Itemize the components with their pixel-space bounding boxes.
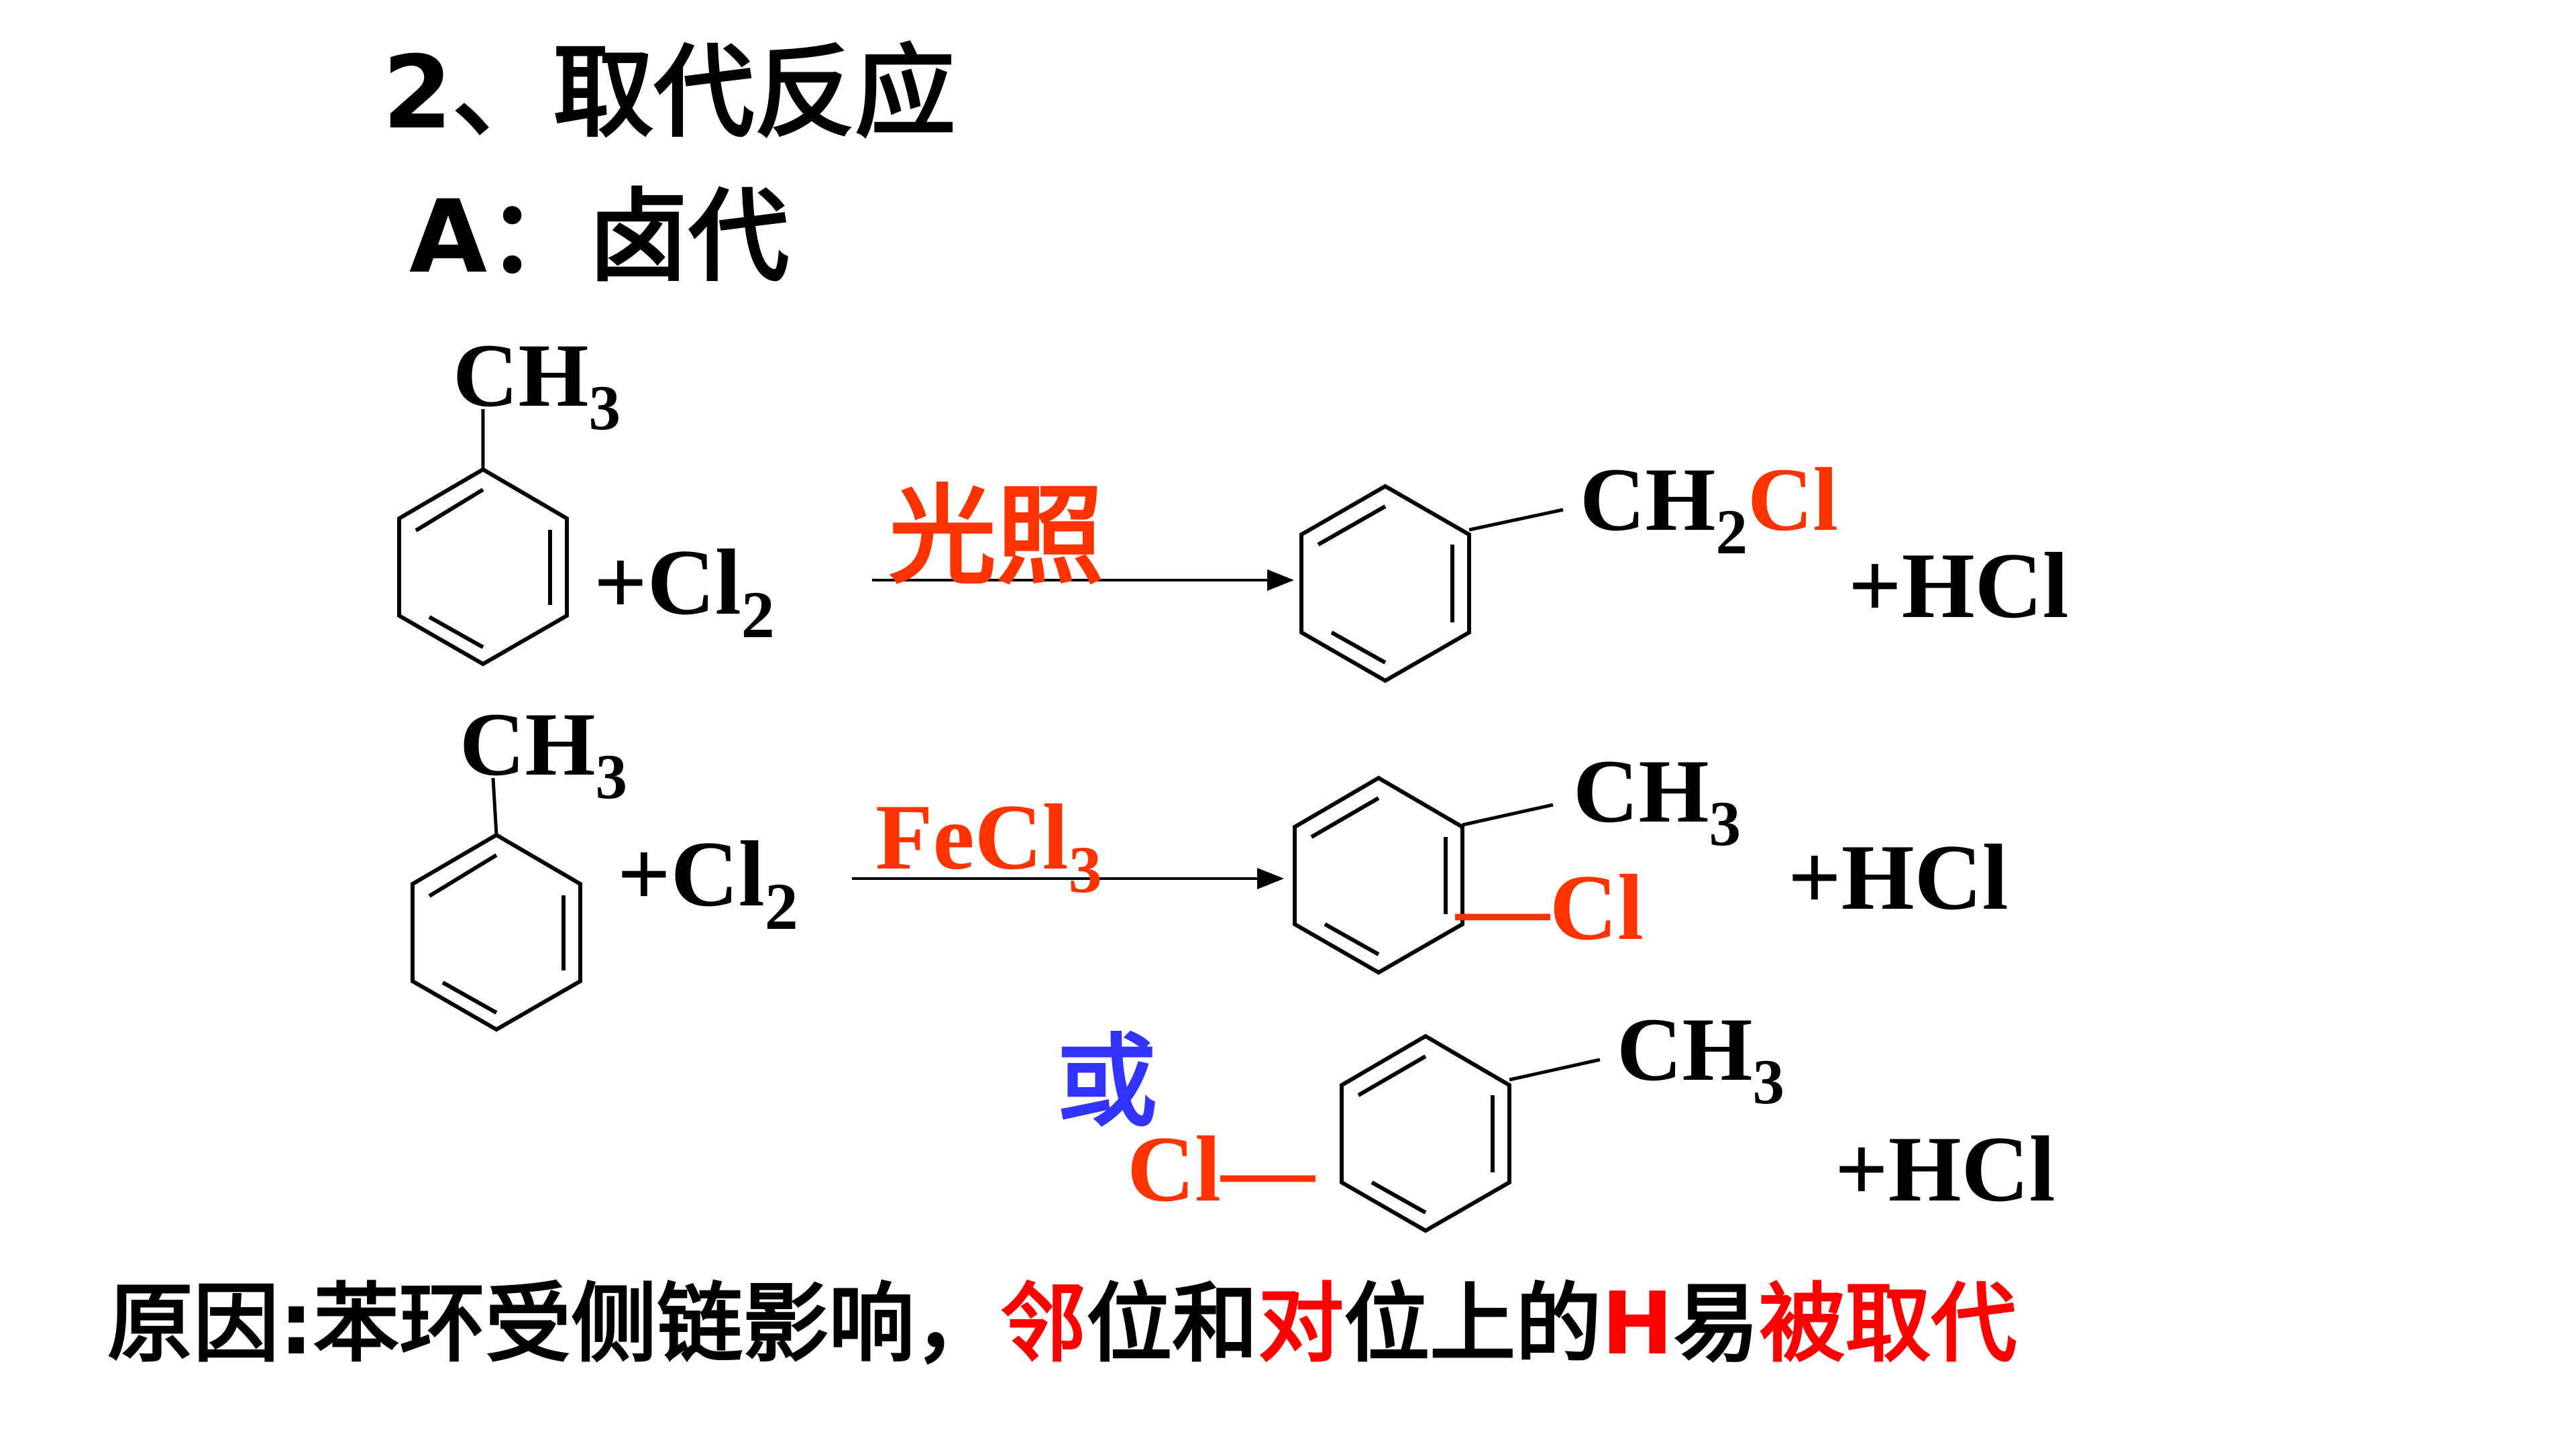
r1-condition: 光照 <box>889 473 1104 599</box>
alt-product-benzene-ring <box>1340 1034 1511 1233</box>
r1-reactant-methyl: CH3 <box>453 326 621 443</box>
section-title: 2、取代反应 <box>382 35 955 152</box>
or-label: 或 <box>1057 1024 1157 1141</box>
r2-product-benzene-ring <box>1293 775 1464 975</box>
alt-product-methyl: CH3 <box>1617 1000 1784 1117</box>
r1-reagent: +Cl2 <box>594 530 775 652</box>
r1-product-bond <box>1468 508 1564 532</box>
r2-condition: FeCl3 <box>875 785 1102 907</box>
subsection-title: A：卤代 <box>409 179 789 296</box>
alt-product-chlorine: Cl— <box>1127 1117 1316 1221</box>
r2-reactant-benzene-ring <box>411 832 582 1032</box>
r1-product-group: CH2Cl <box>1580 450 1838 567</box>
r1-reactant-benzene-ring <box>397 467 569 667</box>
r2-reagent: +Cl2 <box>617 822 798 944</box>
r1-product-benzene-ring <box>1299 484 1471 683</box>
r2-product-methyl: CH3 <box>1573 742 1741 859</box>
r2-product-bond-methyl <box>1462 803 1554 827</box>
r1-byproduct: +HCl <box>1848 534 2069 638</box>
alt-byproduct: +HCl <box>1835 1117 2055 1221</box>
r2-reactant-bond <box>491 777 498 836</box>
reason-text: 原因:苯环受侧链影响，邻位和对位上的H易被取代 <box>107 1274 2017 1374</box>
r2-reactant-methyl: CH3 <box>460 695 627 812</box>
alt-product-bond-methyl <box>1509 1058 1601 1082</box>
r2-byproduct: +HCl <box>1788 826 2008 930</box>
r2-product-chlorine: —Cl <box>1455 856 1644 960</box>
